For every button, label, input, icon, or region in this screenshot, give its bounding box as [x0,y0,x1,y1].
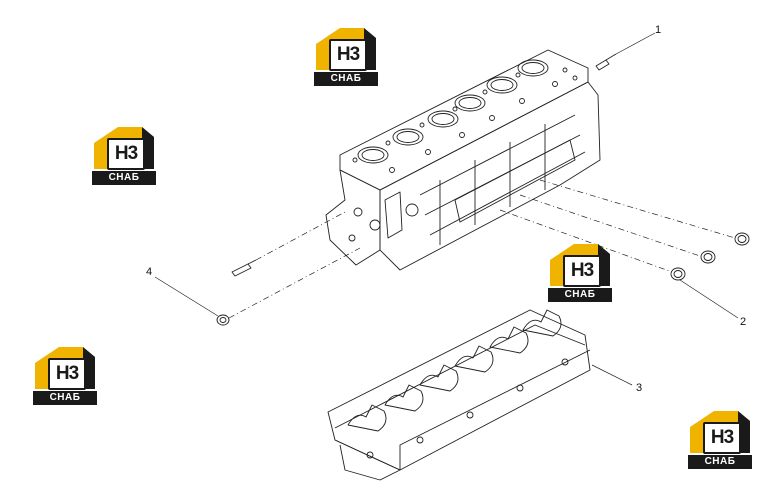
watermark-monogram: H3 [703,422,741,454]
callout-4: 4 [146,266,153,278]
assembly-line [228,247,361,319]
leader-line-4 [154,276,219,317]
watermark-caption: СНАБ [548,288,612,302]
plug-part-2 [670,232,750,281]
leader-line-2 [679,279,739,319]
watermark-logo: H3 СНАБ [92,125,156,185]
watermark-logo: H3 СНАБ [548,242,612,302]
cylinder-block [325,49,601,271]
watermark-logo: H3 СНАБ [314,26,378,86]
watermark-monogram: H3 [107,138,145,170]
watermark-caption: СНАБ [314,72,378,86]
watermark-monogram: H3 [563,255,601,287]
leader-line-3 [591,364,633,386]
leader-line-1 [615,32,656,55]
assembly-line [255,211,346,261]
callout-3: 3 [636,382,643,394]
plug-part-4 [216,314,230,326]
watermark-caption: СНАБ [92,171,156,185]
bolt-part-4 [231,259,257,277]
bedplate [327,309,591,481]
callout-2: 2 [740,316,747,328]
watermark-logo: H3 СНАБ [33,345,97,405]
assembly-line [519,194,701,257]
callout-1: 1 [655,24,662,36]
watermark-caption: СНАБ [33,391,97,405]
watermark-monogram: H3 [48,358,86,390]
assembly-line [499,209,673,273]
watermark-logo: H3 СНАБ [688,409,752,469]
bolt-part-1 [595,53,617,71]
watermark-monogram: H3 [329,39,367,71]
watermark-caption: СНАБ [688,455,752,469]
assembly-line [539,179,736,239]
